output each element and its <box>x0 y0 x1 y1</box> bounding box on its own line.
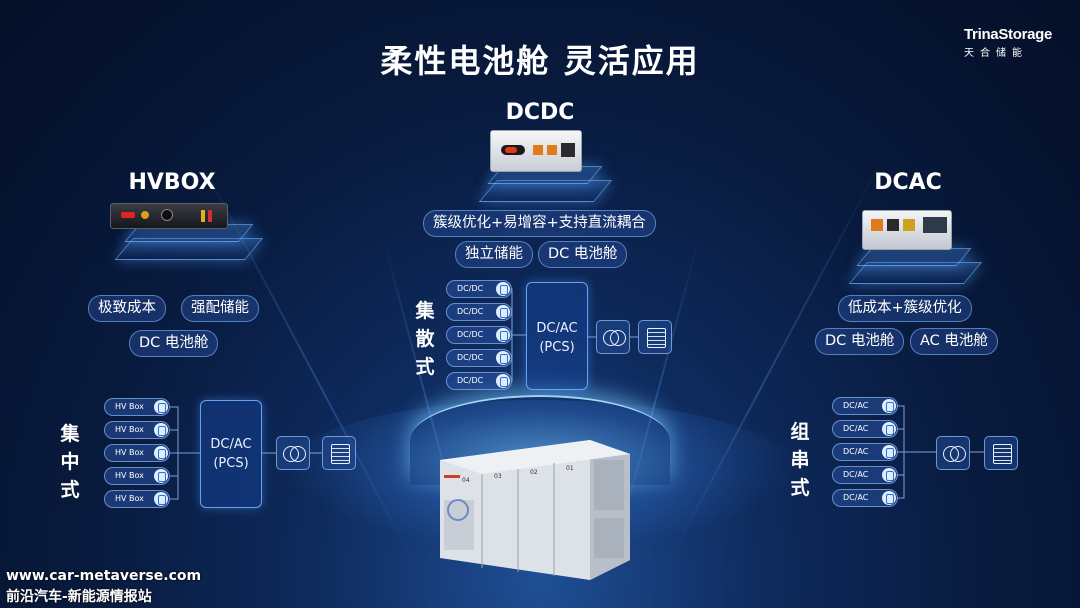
dcdc-title: DCDC <box>505 100 575 125</box>
hvbox-tag: 强配储能 <box>181 295 259 322</box>
watermark-url: www.car-metaverse.com <box>6 568 202 584</box>
container-unit-label: 04 <box>462 477 470 484</box>
battery-icon <box>154 469 168 483</box>
dcdc-module: DC/DC <box>446 372 512 390</box>
hvbox-title: HVBOX <box>128 170 216 195</box>
pcs-box-centralized: DC/AC (PCS) <box>200 400 262 508</box>
dcdc-module: DC/DC <box>446 326 512 344</box>
battery-icon <box>496 305 510 319</box>
hvbox-device <box>110 203 228 229</box>
battery-icon <box>154 446 168 460</box>
container-unit-label: 01 <box>566 465 574 472</box>
battery-icon <box>496 328 510 342</box>
container-unit-label: 03 <box>494 473 502 480</box>
brand-logo: TrinaStorage 天合储能 <box>964 26 1064 59</box>
dcdc-tag: 独立储能 <box>455 241 533 268</box>
transformer-icon <box>276 436 310 470</box>
battery-icon <box>496 351 510 365</box>
hvbox-module: HV Box <box>104 444 170 462</box>
topology-label-centralized: 集 中 式 <box>60 423 80 501</box>
topology-label-distributed: 集 散 式 <box>415 300 435 378</box>
hvbox-module: HV Box <box>104 467 170 485</box>
dcac-device <box>862 210 952 250</box>
battery-icon <box>496 282 510 296</box>
dcdc-tag: DC 电池舱 <box>538 241 628 268</box>
grid-icon <box>322 436 356 470</box>
dcdc-module: DC/DC <box>446 303 512 321</box>
pcs-box-distributed: DC/AC (PCS) <box>526 282 588 390</box>
dcdc-tag: 簇级优化+易增容+支持直流耦合 <box>423 210 656 237</box>
dcdc-device <box>490 130 582 172</box>
hvbox-module: HV Box <box>104 421 170 439</box>
battery-icon <box>154 400 168 414</box>
dcac-module: DC/AC <box>832 443 898 461</box>
dcac-plate <box>856 248 972 266</box>
dcdc-module: DC/DC <box>446 280 512 298</box>
brand-name: TrinaStorage <box>964 26 1053 43</box>
grid-icon <box>638 320 672 354</box>
container-unit-label: 02 <box>530 469 538 476</box>
watermark-name: 前沿汽车-新能源情报站 <box>6 589 152 605</box>
battery-icon <box>496 374 510 388</box>
hvbox-tag: DC 电池舱 <box>129 330 219 357</box>
hvbox-module: HV Box <box>104 490 170 508</box>
dcdc-module: DC/DC <box>446 349 512 367</box>
battery-icon <box>882 491 896 505</box>
dcac-module: DC/AC <box>832 489 898 507</box>
topology-label-string: 组 串 式 <box>790 421 810 499</box>
dcac-module: DC/AC <box>832 420 898 438</box>
transformer-icon <box>936 436 970 470</box>
dcac-tag: DC 电池舱 <box>815 328 905 355</box>
battery-container: 04 03 02 01 <box>440 440 630 580</box>
dcac-tag: 低成本+簇级优化 <box>838 295 972 322</box>
dcac-title: DCAC <box>874 170 942 195</box>
hvbox-module: HV Box <box>104 398 170 416</box>
hvbox-tag: 极致成本 <box>88 295 166 322</box>
brand-sub: 天合储能 <box>964 48 1028 59</box>
battery-icon <box>882 445 896 459</box>
floor-arc <box>410 395 670 485</box>
dcac-module: DC/AC <box>832 466 898 484</box>
grid-icon <box>984 436 1018 470</box>
battery-icon <box>154 423 168 437</box>
battery-icon <box>882 399 896 413</box>
dcac-module: DC/AC <box>832 397 898 415</box>
battery-icon <box>154 492 168 506</box>
page-title: 柔性电池舱 灵活应用 <box>380 42 700 80</box>
dcac-tag: AC 电池舱 <box>910 328 998 355</box>
transformer-icon <box>596 320 630 354</box>
battery-icon <box>882 422 896 436</box>
battery-icon <box>882 468 896 482</box>
